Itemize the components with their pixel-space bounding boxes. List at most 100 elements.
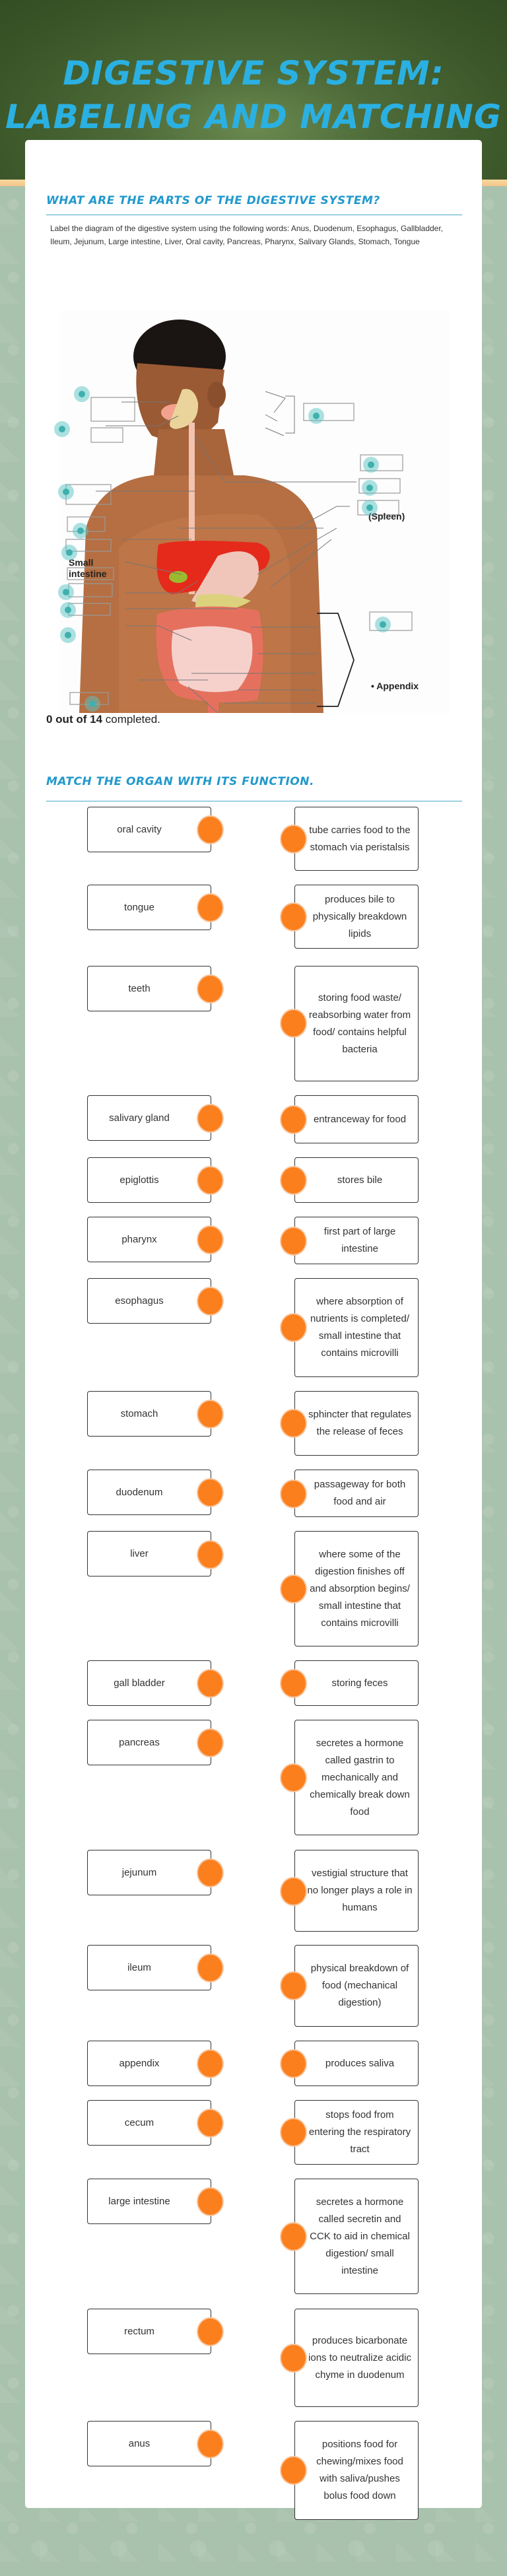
function-card[interactable]: where absorption of nutrients is complet…: [294, 1278, 419, 1377]
function-connector-dot[interactable]: [280, 1971, 307, 2000]
labeling-progress: 0 out of 14 completed.: [46, 713, 160, 726]
function-connector-dot[interactable]: [280, 2456, 307, 2485]
organ-card[interactable]: appendix: [87, 2041, 211, 2086]
organ-connector-dot[interactable]: [197, 1728, 224, 1757]
label-hotspot-6[interactable]: [362, 500, 378, 516]
function-card[interactable]: storing food waste/ reabsorbing water fr…: [294, 966, 419, 1081]
function-card[interactable]: produces bile to physically breakdown li…: [294, 885, 419, 949]
organ-connector-dot[interactable]: [197, 1858, 224, 1887]
organ-card[interactable]: anus: [87, 2421, 211, 2466]
function-card[interactable]: produces bicarbonate ions to neutralize …: [294, 2309, 419, 2407]
function-label: passageway for both food and air: [314, 1479, 406, 1507]
label-hotspot-7[interactable]: [58, 484, 74, 500]
organ-connector-dot[interactable]: [197, 815, 224, 844]
label-hotspot-10[interactable]: [58, 584, 74, 600]
organ-card[interactable]: cecum: [87, 2100, 211, 2146]
label-hotspot-13[interactable]: [375, 617, 391, 632]
function-connector-dot[interactable]: [280, 2118, 307, 2147]
function-label: sphincter that regulates the release of …: [308, 1409, 411, 1437]
organ-connector-dot[interactable]: [197, 1104, 224, 1133]
organ-connector-dot[interactable]: [197, 2187, 224, 2216]
organ-connector-dot[interactable]: [197, 2109, 224, 2138]
function-card[interactable]: entranceway for food: [294, 1095, 419, 1143]
organ-card[interactable]: jejunum: [87, 1850, 211, 1895]
function-card[interactable]: secretes a hormone called secretin and C…: [294, 2179, 419, 2294]
function-connector-dot[interactable]: [280, 1409, 307, 1438]
organ-connector-dot[interactable]: [197, 1400, 224, 1429]
function-connector-dot[interactable]: [280, 1313, 307, 1342]
organ-connector-dot[interactable]: [197, 1540, 224, 1569]
function-connector-dot[interactable]: [280, 2049, 307, 2078]
function-connector-dot[interactable]: [280, 1877, 307, 1906]
organ-card[interactable]: gall bladder: [87, 1660, 211, 1706]
matching-heading: Match the organ with its function.: [46, 775, 314, 788]
organ-card[interactable]: tongue: [87, 885, 211, 930]
organ-connector-dot[interactable]: [197, 1478, 224, 1507]
label-hotspot-12[interactable]: [60, 627, 76, 643]
function-card[interactable]: first part of large intestine: [294, 1217, 419, 1264]
organ-card[interactable]: ileum: [87, 1945, 211, 1990]
label-hotspot-2[interactable]: [54, 421, 70, 437]
organ-card[interactable]: rectum: [87, 2309, 211, 2354]
function-card[interactable]: produces saliva: [294, 2041, 419, 2086]
organ-connector-dot[interactable]: [197, 1166, 224, 1195]
progress-count: 0 out of 14: [46, 713, 103, 726]
function-label: positions food for chewing/mixes food wi…: [316, 2439, 403, 2501]
organ-label: pancreas: [119, 1736, 160, 1748]
organ-card[interactable]: salivary gland: [87, 1095, 211, 1141]
function-card[interactable]: positions food for chewing/mixes food wi…: [294, 2421, 419, 2520]
organ-connector-dot[interactable]: [197, 893, 224, 922]
function-connector-dot[interactable]: [280, 2222, 307, 2251]
function-card[interactable]: secretes a hormone called gastrin to mec…: [294, 1720, 419, 1835]
organ-connector-dot[interactable]: [197, 2049, 224, 2078]
organ-connector-dot[interactable]: [197, 1953, 224, 1983]
function-connector-dot[interactable]: [280, 1009, 307, 1038]
organ-connector-dot[interactable]: [197, 1669, 224, 1698]
label-hotspot-5[interactable]: [362, 480, 378, 496]
function-card[interactable]: stops food from entering the respiratory…: [294, 2100, 419, 2165]
organ-connector-dot[interactable]: [197, 2317, 224, 2346]
function-connector-dot[interactable]: [280, 1166, 307, 1195]
label-hotspot-1[interactable]: [74, 386, 90, 402]
organ-card[interactable]: pancreas: [87, 1720, 211, 1765]
organ-card[interactable]: esophagus: [87, 1278, 211, 1324]
organ-card[interactable]: pharynx: [87, 1217, 211, 1262]
organ-connector-dot[interactable]: [197, 974, 224, 1003]
function-card[interactable]: storing feces: [294, 1660, 419, 1706]
label-hotspot-3[interactable]: [308, 408, 324, 424]
label-hotspot-11[interactable]: [60, 602, 76, 618]
organ-connector-dot[interactable]: [197, 2429, 224, 2458]
organ-card[interactable]: duodenum: [87, 1470, 211, 1515]
function-label: storing feces: [331, 1677, 388, 1689]
organ-card[interactable]: stomach: [87, 1391, 211, 1437]
function-card[interactable]: stores bile: [294, 1157, 419, 1203]
function-connector-dot[interactable]: [280, 1479, 307, 1508]
function-connector-dot[interactable]: [280, 2344, 307, 2373]
label-hotspot-4[interactable]: [363, 457, 379, 473]
organ-card[interactable]: teeth: [87, 966, 211, 1011]
function-connector-dot[interactable]: [280, 1669, 307, 1698]
organ-connector-dot[interactable]: [197, 1225, 224, 1254]
organ-card[interactable]: large intestine: [87, 2179, 211, 2224]
label-hotspot-9[interactable]: [61, 545, 77, 560]
function-card[interactable]: where some of the digestion finishes off…: [294, 1531, 419, 1646]
function-card[interactable]: physical breakdown of food (mechanical d…: [294, 1945, 419, 2027]
organ-card[interactable]: liver: [87, 1531, 211, 1576]
label-hotspot-14[interactable]: [84, 696, 100, 712]
function-connector-dot[interactable]: [280, 1105, 307, 1134]
function-connector-dot[interactable]: [280, 902, 307, 932]
function-connector-dot[interactable]: [280, 1763, 307, 1792]
function-card[interactable]: tube carries food to the stomach via per…: [294, 807, 419, 871]
function-card[interactable]: sphincter that regulates the release of …: [294, 1391, 419, 1456]
function-connector-dot[interactable]: [280, 825, 307, 854]
function-connector-dot[interactable]: [280, 1227, 307, 1256]
function-label: produces bicarbonate ions to neutralize …: [308, 2334, 411, 2381]
organ-card[interactable]: epiglottis: [87, 1157, 211, 1203]
function-card[interactable]: passageway for both food and air: [294, 1470, 419, 1517]
function-connector-dot[interactable]: [280, 1575, 307, 1604]
function-card[interactable]: vestigial structure that no longer plays…: [294, 1850, 419, 1932]
label-hotspot-8[interactable]: [73, 523, 88, 539]
labeling-instructions: Label the diagram of the digestive syste…: [50, 224, 444, 246]
organ-card[interactable]: oral cavity: [87, 807, 211, 852]
organ-connector-dot[interactable]: [197, 1287, 224, 1316]
